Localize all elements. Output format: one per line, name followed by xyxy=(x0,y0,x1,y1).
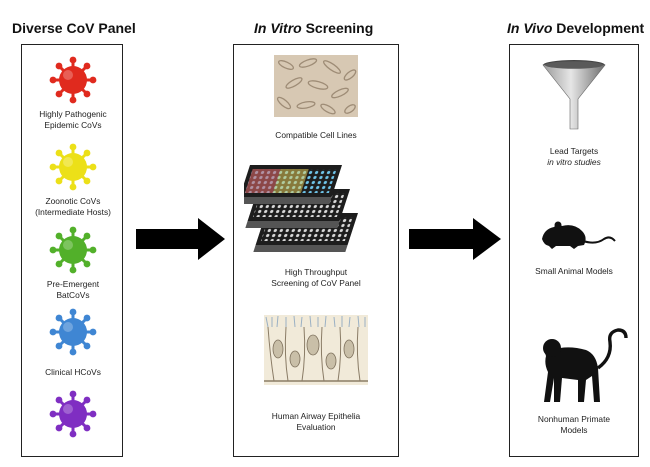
virus-body xyxy=(59,236,87,264)
cells-label: Compatible Cell Lines xyxy=(275,130,357,140)
diverse-cov-panel-title: Diverse CoV Panel xyxy=(12,20,136,36)
mouse-icon xyxy=(542,221,616,249)
airway-epithelia-image xyxy=(264,315,368,385)
title-text: Diverse CoV Panel xyxy=(12,20,136,36)
virus-body xyxy=(59,318,87,346)
virus-label-4: Clinical HCoVs xyxy=(45,367,101,377)
virus-spike-tips xyxy=(49,390,97,438)
well-plates-image xyxy=(244,165,358,252)
title-emphasis: In Vitro xyxy=(254,20,302,36)
right-arrow-icon xyxy=(136,218,225,260)
virus-icon-red xyxy=(49,56,97,104)
funnel-icon xyxy=(542,60,606,130)
virus-icon-blue xyxy=(49,308,97,356)
right-arrow-icon xyxy=(409,218,501,260)
virus-spike-tips xyxy=(49,143,97,191)
virus-spike-tips xyxy=(49,308,97,356)
virus-label-2: Zoonotic CoVs(Intermediate Hosts) xyxy=(35,196,111,217)
in-vitro-screening-title: In Vitro Screening xyxy=(254,20,373,36)
virus-spike-tips xyxy=(49,56,97,104)
virus-body xyxy=(59,66,87,94)
title-emphasis: In Vivo xyxy=(507,20,553,36)
virus-body xyxy=(59,400,87,428)
in-vivo-development-title: In Vivo Development xyxy=(507,20,644,36)
virus-spike-tips xyxy=(49,226,97,274)
virus-icon-purple xyxy=(49,390,97,438)
monkey-icon xyxy=(543,328,628,402)
title-text: Development xyxy=(552,20,645,36)
cell-culture-image xyxy=(274,55,358,117)
mouse-label: Small Animal Models xyxy=(535,266,613,276)
virus-icon-yellow xyxy=(49,143,97,191)
title-text: Screening xyxy=(301,20,374,36)
virus-body xyxy=(59,153,87,181)
virus-icon-green xyxy=(49,226,97,274)
